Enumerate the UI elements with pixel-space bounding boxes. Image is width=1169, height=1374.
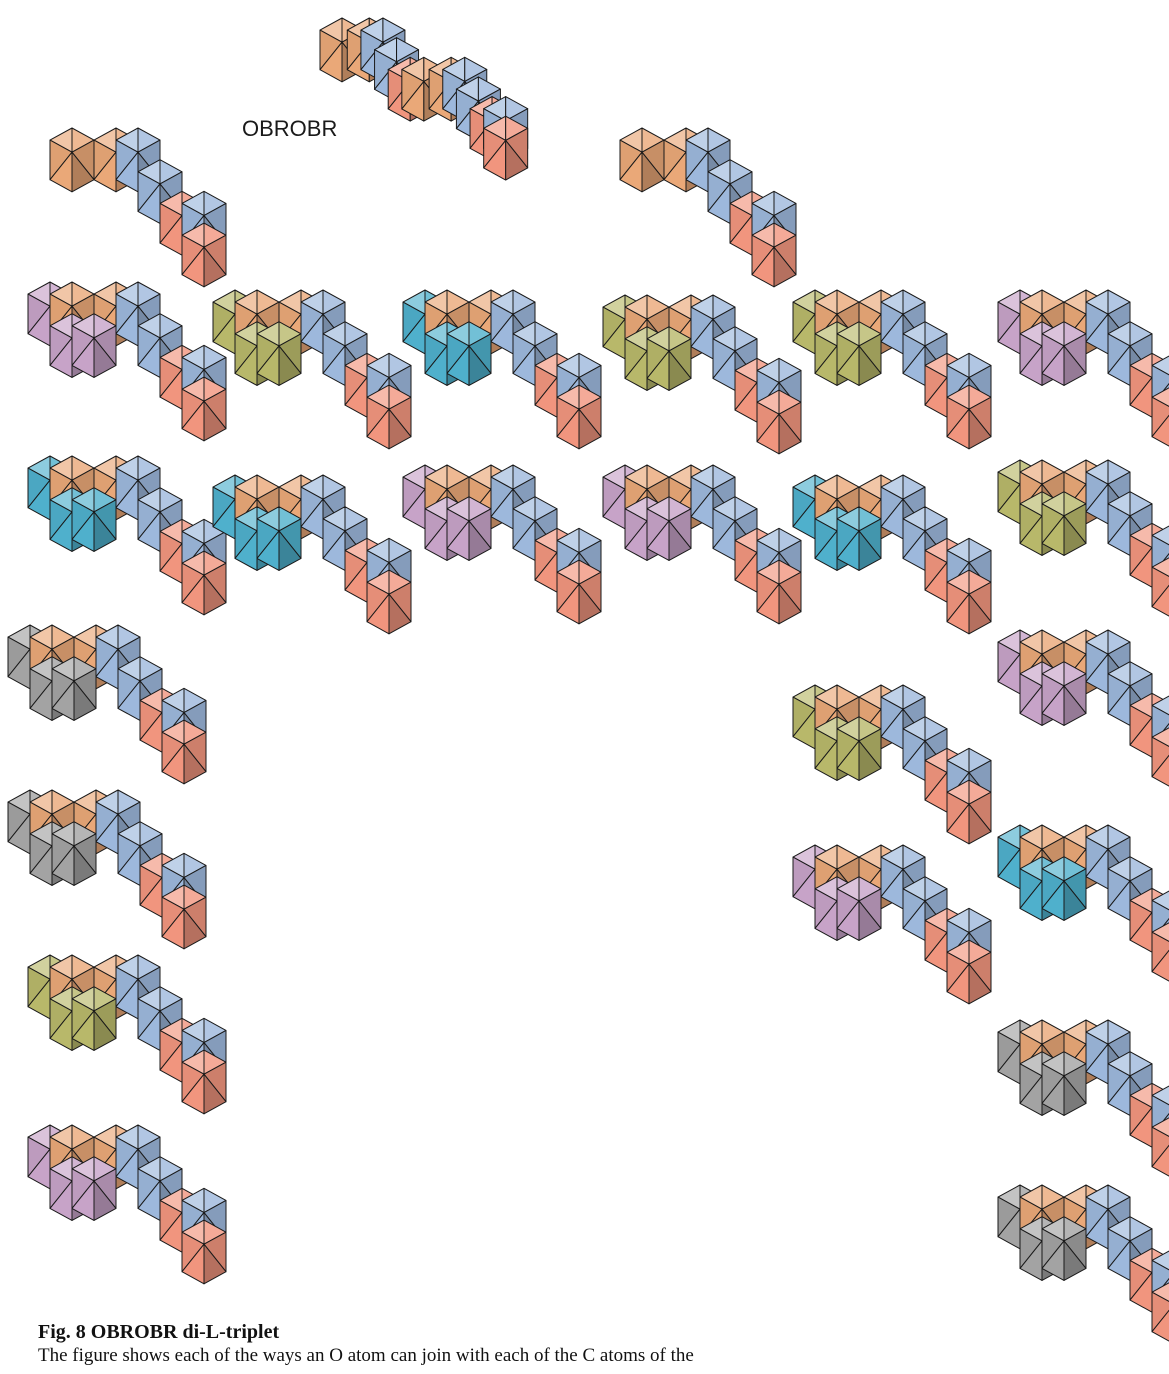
polyhedron-cell [50,128,94,192]
triplet-top-center [320,18,528,180]
triplet-variant [998,630,1169,789]
polyhedron-cell [367,570,411,634]
polyhedron-cell [647,497,691,561]
polyhedron-cell [757,390,801,454]
polyhedron-cell [162,720,206,784]
polyhedron-cell [257,507,301,571]
polyhedron-cell [947,385,991,449]
polyhedron-cell [1042,1217,1086,1281]
polyhedron-cell [52,657,96,721]
polyhedron-cell [620,128,664,192]
triplet-variant [28,955,226,1114]
triplet-label: OBROBR [242,116,337,142]
polyhedron-cell [557,385,601,449]
triplet-top-left [50,128,226,287]
polyhedron-cell [647,327,691,391]
triplet-variant [998,460,1169,619]
polyhedron-cell [837,717,881,781]
polyhedron-cell [182,1050,226,1114]
polyhedron-cell [947,940,991,1004]
polyhedron-cell [72,314,116,378]
polyhedron-cell [757,560,801,624]
triplet-variant [28,282,226,441]
polyhedron-cell [1042,322,1086,386]
polyhedron-cell [72,1157,116,1221]
triplet-variant [793,685,991,844]
polyhedron-cell [947,570,991,634]
caption-title: Fig. 8 OBROBR di-L-triplet [38,1320,1098,1344]
triplet-variant [403,290,601,449]
polyhedron-cell [257,322,301,386]
polyhedron-cell [162,885,206,949]
polyhedron-cell [1042,492,1086,556]
polyhedron-cell [837,877,881,941]
polyhedron-cell [752,223,796,287]
triplet-variant [8,790,206,949]
triplet-variant [793,845,991,1004]
triplet-variant [213,475,411,634]
polyhedron-cell [1042,857,1086,921]
polyhedron-cell [367,385,411,449]
triplet-variant [403,465,601,624]
polyhedron-cell [72,488,116,552]
triplet-variant [998,290,1169,449]
polyhedron-cell [447,322,491,386]
triplet-variant [998,1020,1169,1179]
polyhedron-cell [72,987,116,1051]
polyhedron-cell [947,780,991,844]
triplet-variant [603,465,801,624]
triplet-variant [793,290,991,449]
polyhedron-cell [837,322,881,386]
polyhedron-cell [182,223,226,287]
polyhedron-cell [182,377,226,441]
triplet-variant [213,290,411,449]
polyhedron-cell [52,822,96,886]
triplet-variant [998,825,1169,984]
polyhedron-cell [557,560,601,624]
polyhedron-cell [484,116,528,180]
triplet-variant [28,456,226,615]
triplet-variant [603,295,801,454]
polyhedron-cell [1042,662,1086,726]
polyhedron-cell [182,1220,226,1284]
polyhedron-cell [1042,1052,1086,1116]
caption-body: The figure shows each of the ways an O a… [38,1344,1098,1368]
figure-caption: Fig. 8 OBROBR di-L-triplet The figure sh… [38,1320,1098,1368]
polyhedron-cell [837,507,881,571]
triplet-variant [28,1125,226,1284]
polyhedron-cell [182,551,226,615]
polyhedron-cell [447,497,491,561]
triplet-top-right [620,128,796,287]
triplet-variant [8,625,206,784]
triplet-variant [793,475,991,634]
